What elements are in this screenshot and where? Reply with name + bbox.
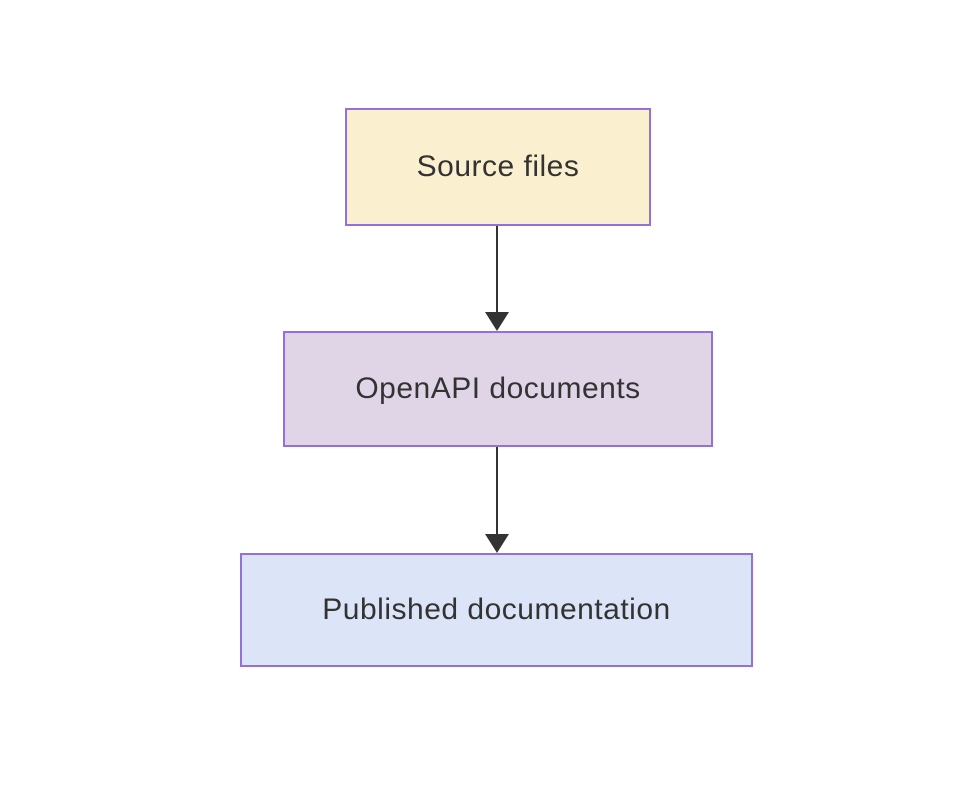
- edge-openapi-to-published: [484, 447, 510, 553]
- edge-source-to-openapi: [484, 226, 510, 331]
- arrow-line: [496, 226, 498, 312]
- node-source-files-label: Source files: [416, 150, 580, 183]
- arrowhead-down-icon: [485, 312, 509, 331]
- node-openapi-documents-label: OpenAPI documents: [355, 372, 641, 405]
- node-openapi-documents: OpenAPI documents: [283, 331, 713, 447]
- node-published-documentation: Published documentation: [240, 553, 753, 667]
- arrowhead-down-icon: [485, 534, 509, 553]
- arrow-line: [496, 447, 498, 534]
- node-published-documentation-label: Published documentation: [322, 593, 671, 626]
- node-source-files: Source files: [345, 108, 651, 226]
